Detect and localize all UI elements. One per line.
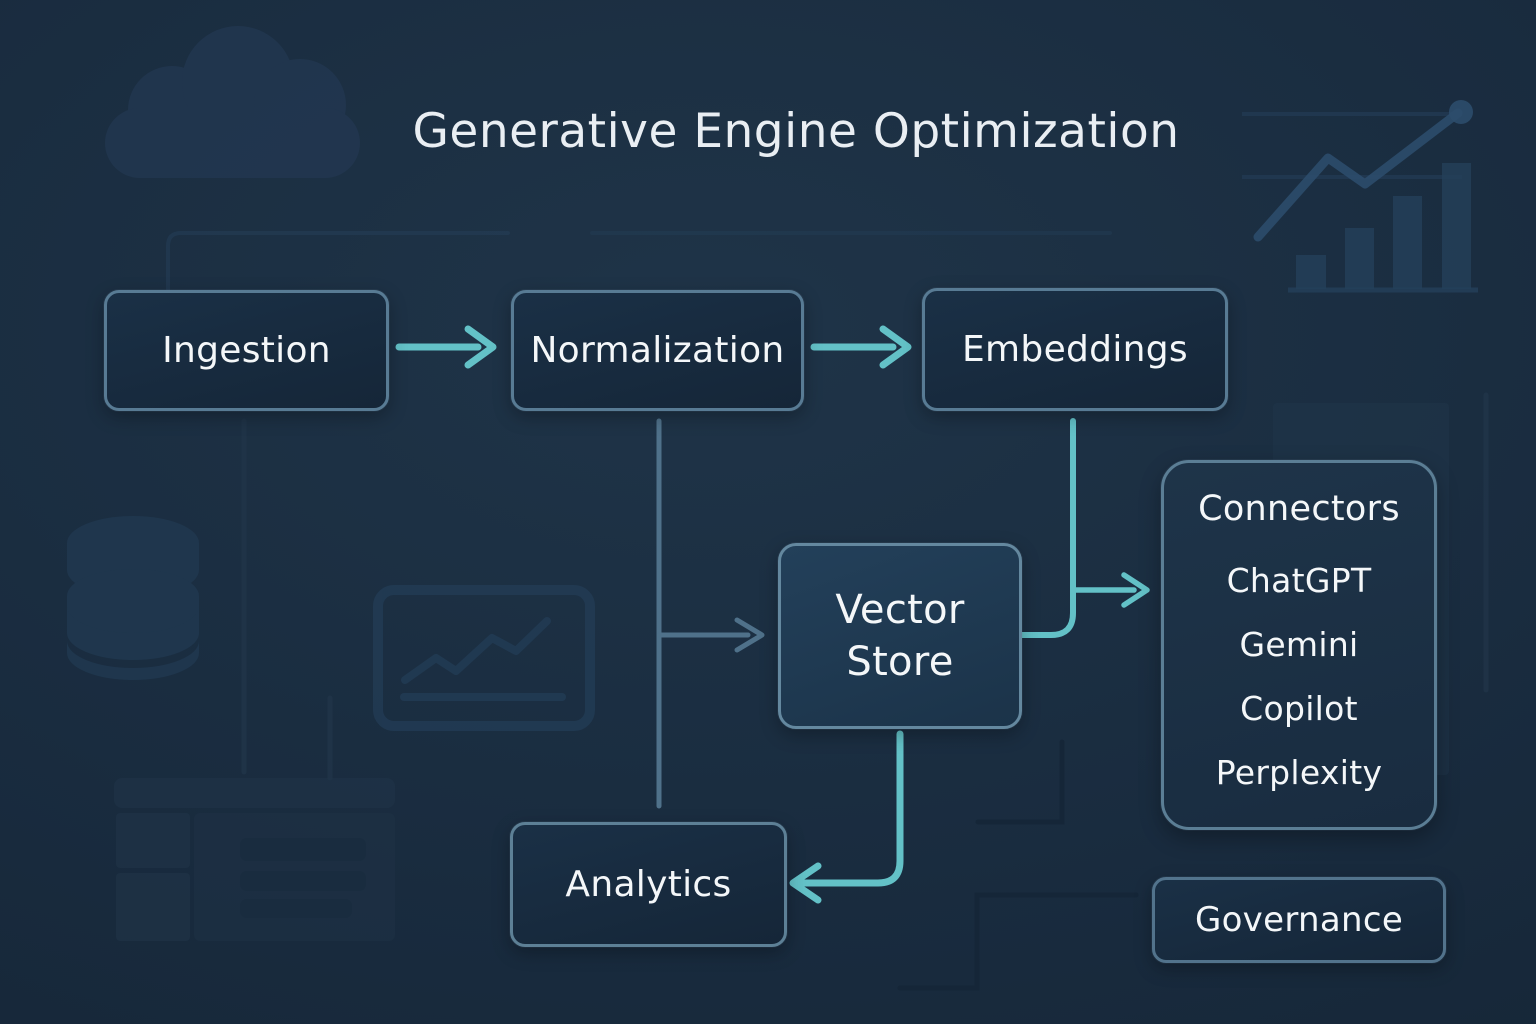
monitor-chart-icon — [373, 585, 595, 731]
node-normalization-label: Normalization — [530, 330, 785, 371]
edge-normalization-vector-store — [656, 617, 765, 653]
node-normalization: Normalization — [511, 290, 804, 411]
connectors-list: ChatGPT Gemini Copilot Perplexity — [1216, 561, 1383, 792]
edge-vector-store-analytics — [789, 730, 904, 904]
panel-connectors: Connectors ChatGPT Gemini Copilot Perple… — [1161, 460, 1437, 830]
connectors-title: Connectors — [1198, 489, 1400, 529]
connector-item-perplexity: Perplexity — [1215, 753, 1383, 792]
edge-embeddings-vector-store — [1015, 418, 1076, 638]
connector-item-chatgpt: ChatGPT — [1226, 561, 1372, 600]
node-ingestion: Ingestion — [104, 290, 389, 411]
node-analytics-label: Analytics — [565, 864, 732, 905]
edge-ingestion-normalization — [395, 325, 497, 369]
node-embeddings-label: Embeddings — [962, 329, 1188, 370]
node-ingestion-label: Ingestion — [162, 330, 331, 371]
node-embeddings: Embeddings — [922, 288, 1228, 411]
edge-embeddings-connectors — [1070, 572, 1150, 608]
connector-item-gemini: Gemini — [1239, 625, 1359, 664]
node-analytics: Analytics — [510, 822, 787, 947]
browser-window-icon — [114, 778, 395, 941]
node-governance: Governance — [1152, 877, 1446, 963]
page-title: Generative Engine Optimization — [412, 104, 1180, 159]
database-icon — [67, 516, 199, 680]
node-vector-store: Vector Store — [778, 543, 1022, 729]
node-vector-store-label: Vector Store — [835, 587, 965, 685]
edge-normalization-embeddings — [810, 325, 912, 369]
node-governance-label: Governance — [1194, 900, 1404, 940]
connector-item-copilot: Copilot — [1240, 689, 1358, 728]
